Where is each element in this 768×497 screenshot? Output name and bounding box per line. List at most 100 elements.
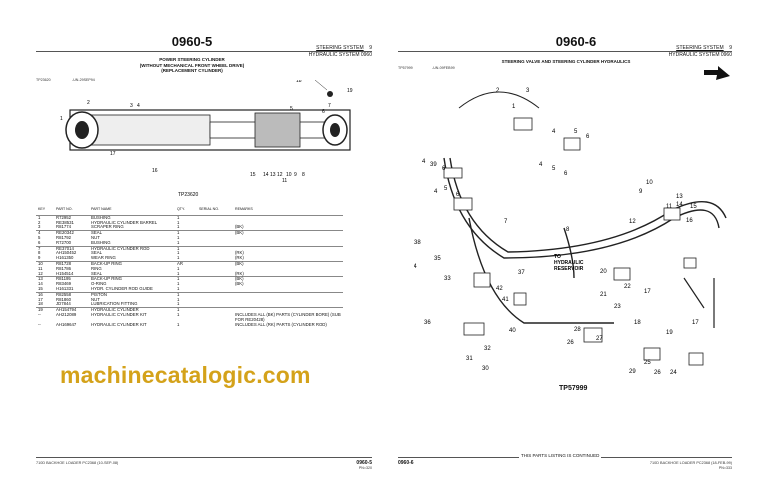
callout: 12 bbox=[629, 219, 636, 225]
cell-part-no: R72952 bbox=[54, 214, 89, 221]
cell-key: 19 bbox=[36, 307, 54, 313]
hydraulics-illustration: 2 3 1 4 5 6 4 39 6 4 5 6 4 5 6 10 9 11 7… bbox=[414, 88, 727, 376]
cell-remarks: (RK) bbox=[235, 270, 244, 276]
cell-qty: 1 bbox=[177, 234, 180, 240]
figure-title: STEERING VALVE AND STEERING CYLINDER HYD… bbox=[501, 59, 631, 64]
callout-16: 16 bbox=[152, 168, 158, 174]
callout: 4 bbox=[552, 129, 556, 135]
callout: 34 bbox=[414, 264, 417, 270]
callout: 27 bbox=[596, 336, 603, 342]
cell-part-no: R81195 bbox=[54, 276, 89, 283]
subsection-name: HYDRAULIC SYSTEM 0960 bbox=[668, 52, 732, 58]
cell-qty: 1 bbox=[177, 301, 180, 307]
section-number: 9 bbox=[729, 45, 732, 51]
callout: 18 bbox=[634, 320, 641, 326]
cell-remarks: (RK) bbox=[235, 250, 244, 256]
callout: 3 bbox=[526, 88, 530, 94]
callout: 24 bbox=[670, 370, 677, 376]
callout: 4 bbox=[539, 162, 543, 168]
figure-ref-id: TP23620 bbox=[36, 78, 51, 82]
callout: 6 bbox=[456, 192, 460, 198]
cell-qty: 1 bbox=[177, 255, 180, 261]
cell-remarks bbox=[233, 307, 343, 313]
cell-part-name: WEAR RING bbox=[91, 255, 116, 261]
callout: 25 bbox=[644, 360, 651, 366]
callout-10: 10 bbox=[286, 172, 292, 178]
right-page: 0960-6 STEERING SYSTEM 9 HYDRAULIC SYSTE… bbox=[384, 0, 768, 497]
callout: 6 bbox=[442, 166, 446, 172]
cell-part-no: R81792 bbox=[56, 234, 72, 240]
callout: 7 bbox=[504, 219, 508, 225]
section-number: 9 bbox=[369, 45, 372, 51]
cell-part-name: SEAL bbox=[89, 230, 175, 236]
cell-part-name: HYDRAULIC CYLINDER bbox=[89, 307, 175, 313]
reservoir-label: TO bbox=[554, 254, 561, 260]
callout-9: 9 bbox=[294, 172, 297, 178]
callout: 38 bbox=[414, 240, 421, 246]
callout-13: 13 bbox=[270, 172, 276, 178]
cell-serial-no bbox=[197, 260, 233, 267]
cell-part-no: R81774 bbox=[56, 224, 72, 230]
callout: 35 bbox=[434, 256, 441, 262]
cell-remarks: (BK) bbox=[235, 224, 244, 230]
cell-part-no: R83469 bbox=[56, 281, 72, 287]
callout: 4 bbox=[422, 159, 426, 165]
cell-qty: 1 bbox=[177, 296, 180, 302]
callout: 5 bbox=[444, 186, 448, 192]
cell-key: 11 bbox=[38, 265, 43, 271]
callout: 26 bbox=[567, 340, 574, 346]
cell-key: 17 bbox=[38, 296, 43, 302]
arrow-icon bbox=[704, 66, 730, 80]
cell-part-no: RE38531 bbox=[56, 219, 74, 225]
cell-part-no: R81786 bbox=[56, 265, 72, 271]
cell-part-name: HYDRAULIC CYLINDER KIT bbox=[91, 311, 147, 317]
footer-text: 710D BACKHOE LOADER PC2368 (18-FEB-99) bbox=[649, 461, 732, 465]
figure-caption: TP57999 bbox=[559, 385, 588, 392]
callout: 42 bbox=[496, 286, 503, 292]
callout: 30 bbox=[482, 366, 489, 372]
callout: 32 bbox=[484, 346, 491, 352]
cell-part-name: BACK-UP RING bbox=[89, 276, 175, 283]
section-header: STEERING SYSTEM 9 HYDRAULIC SYSTEM 0960 bbox=[309, 45, 372, 59]
cell-serial-no bbox=[197, 313, 233, 323]
cell-part-no: AH212089 bbox=[56, 311, 77, 317]
callout-18: 18 bbox=[296, 80, 302, 84]
cell-serial-no bbox=[197, 276, 233, 283]
callout: 31 bbox=[466, 356, 473, 362]
cell-part-name: HYDR. CYLINDER ROD GUIDE bbox=[91, 285, 153, 291]
cell-qty: 1 bbox=[177, 219, 180, 225]
callout: 1 bbox=[512, 104, 516, 110]
cell-qty: 1 bbox=[177, 250, 180, 256]
cell-qty: 1 bbox=[177, 321, 180, 327]
callout-12: 12 bbox=[277, 172, 283, 178]
callout: 11 bbox=[666, 204, 673, 210]
cell-serial-no bbox=[197, 291, 233, 298]
callout-14: 14 bbox=[263, 172, 269, 178]
callout: 17 bbox=[644, 289, 651, 295]
cell-qty: 1 bbox=[177, 270, 180, 276]
continued-note: THIS PARTS LISTING IS CONTINUED bbox=[519, 453, 602, 458]
callout: 36 bbox=[424, 320, 431, 326]
callout: 37 bbox=[518, 270, 525, 276]
cell-qty: AR bbox=[175, 260, 197, 267]
table-header-row: KEY PART NO. PART NAME QTY. SERIAL NO. R… bbox=[36, 207, 343, 215]
cell-qty: 1 bbox=[175, 245, 197, 252]
callout: 13 bbox=[676, 194, 683, 200]
cell-key: 1 bbox=[36, 214, 54, 221]
cell-key: 15 bbox=[38, 285, 43, 291]
cell-key: 7 bbox=[36, 245, 54, 252]
cell-key: 18 bbox=[38, 301, 43, 307]
callout: 2 bbox=[496, 88, 500, 94]
